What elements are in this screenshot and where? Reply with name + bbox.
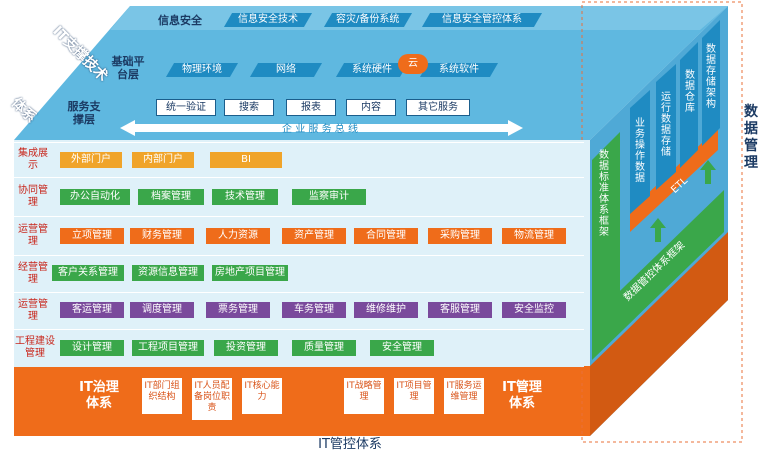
row-item: 维修维护: [354, 302, 418, 318]
row-label: 运营管理: [18, 224, 48, 247]
row-item: 立项管理: [60, 228, 124, 244]
management-item: IT项目管理: [394, 378, 434, 414]
governance-title: IT治理体系: [79, 380, 119, 411]
row-item: 客服管理: [428, 302, 492, 318]
row-item: 物流管理: [502, 228, 566, 244]
management-title: IT管理体系: [502, 380, 542, 411]
row-item: 客户关系管理: [52, 265, 124, 281]
row-item: 投资管理: [214, 340, 278, 356]
management-item: IT战略管理: [344, 378, 384, 414]
row-item: 票务管理: [206, 302, 270, 318]
row-item: 设计管理: [60, 340, 124, 356]
row-item: 采购管理: [428, 228, 492, 244]
row-item: 安全管理: [370, 340, 434, 356]
row-item: 资源信息管理: [132, 265, 204, 281]
row-item: 人力资源: [206, 228, 270, 244]
row-item: 内部门户: [132, 152, 194, 168]
base-platform-item: 网络: [249, 63, 323, 77]
row-item: 调度管理: [130, 302, 194, 318]
row-label: 协同管理: [18, 185, 48, 208]
service-item: 统一验证: [156, 99, 216, 116]
row-label: 集成展示: [18, 148, 48, 171]
service-item: 内容: [346, 99, 396, 116]
row-item: 客运管理: [60, 302, 124, 318]
base-platform-item: 系统软件: [419, 63, 499, 77]
cloud-badge: 云: [398, 54, 428, 74]
row-item: 办公自动化: [60, 189, 130, 205]
data-warehouse-label: 数据仓库: [685, 70, 695, 114]
it-control-caption: IT管控体系: [318, 437, 382, 452]
info-security-item: 容灾/备份系统: [323, 13, 413, 27]
row-item: 技术管理: [212, 189, 278, 205]
row-item: 质量管理: [292, 340, 356, 356]
row-item: 安全监控: [502, 302, 566, 318]
governance-item: IT人员配备岗位职责: [192, 378, 232, 420]
row-label: 工程建设管理: [15, 336, 55, 359]
info-security-item: 信息安全技术: [223, 13, 313, 27]
storage-arch-label: 数据存储架构: [706, 44, 716, 110]
row-item: 工程项目管理: [132, 340, 204, 356]
row-item: 财务管理: [130, 228, 194, 244]
base-platform-item: 物理环境: [165, 63, 239, 77]
management-item: IT服务运维管理: [444, 378, 484, 414]
row-item: 外部门户: [60, 152, 122, 168]
row-item: 合同管理: [354, 228, 418, 244]
enterprise-service-bus: 企 业 服 务 总 线: [282, 124, 358, 135]
data-management-title: 数据管理: [742, 104, 760, 172]
row-label: 运营管理: [18, 299, 48, 322]
data-management-title-text: 数据管理: [744, 104, 758, 171]
info-security-item: 信息安全管控体系: [421, 13, 543, 27]
governance-item: IT部门组织结构: [142, 378, 182, 414]
service-item: 其它服务: [406, 99, 470, 116]
service-support-label: 服务支撑层: [67, 100, 101, 126]
row-item: 车务管理: [282, 302, 346, 318]
row-item: BI: [210, 152, 282, 168]
row-label: 经营管理: [18, 262, 48, 285]
runtime-storage-label: 运行数据存储: [661, 92, 671, 158]
info-security-label: 信息安全: [158, 14, 202, 27]
base-platform-label: 基础平台层: [111, 55, 145, 81]
row-item: 房地产项目管理: [212, 265, 288, 281]
row-item: 监察审计: [292, 189, 366, 205]
row-item: 资产管理: [282, 228, 346, 244]
row-item: 档案管理: [138, 189, 204, 205]
service-item: 搜索: [224, 99, 274, 116]
business-data-label: 业务操作数据: [635, 118, 645, 184]
governance-item: IT核心能力: [242, 378, 282, 414]
service-item: 报表: [286, 99, 336, 116]
data-standards-label: 数据标准体系框架: [599, 150, 609, 238]
